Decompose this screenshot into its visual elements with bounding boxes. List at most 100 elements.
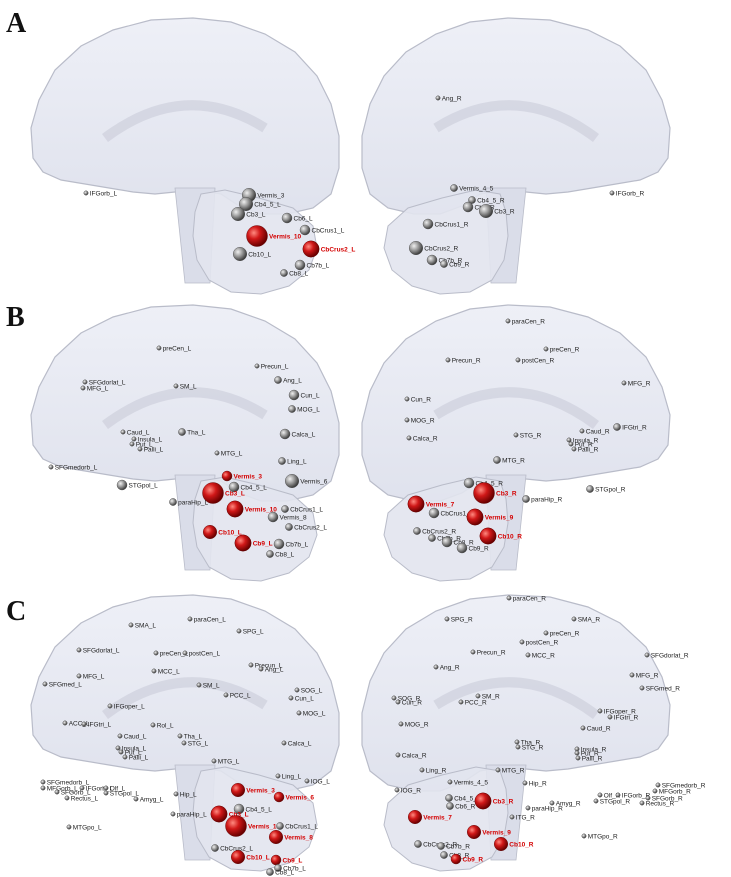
node-label: MTG_R — [502, 457, 525, 464]
node-SPG_R — [444, 616, 450, 622]
node-label: Cun_R — [402, 699, 423, 706]
node-IFGtri_R — [613, 423, 621, 431]
node-Hip_L — [173, 791, 179, 797]
node-Cb9_R — [440, 260, 448, 268]
node-label: Cb7b_R — [439, 257, 463, 264]
node-Calca_R — [395, 752, 401, 758]
node-Cb7b_R — [437, 842, 445, 850]
corpus-callosum — [433, 100, 599, 143]
node-label: MTG_L — [221, 450, 243, 457]
node-Tha_R — [514, 739, 520, 745]
node-label: Cb4_5_L — [254, 201, 281, 208]
corpus-callosum — [102, 387, 268, 430]
node-Cb3_R — [473, 482, 495, 504]
node-label: SMA_L — [135, 622, 157, 629]
node-SPG_L — [236, 628, 242, 634]
node-label: CbCrus2_L — [321, 246, 356, 253]
node-label: Vermis_10 — [245, 506, 278, 513]
node-label: Rectus_L — [71, 795, 99, 802]
node-label: Precun_L — [255, 662, 283, 669]
node-STGpol_L — [103, 790, 109, 796]
node-label: PCC_R — [465, 699, 487, 706]
node-Cb10_L — [232, 246, 247, 261]
node-label: STG_L — [188, 740, 209, 747]
node-label: Cb3_L — [229, 811, 249, 818]
node-Calca_R — [406, 435, 412, 441]
node-label: SFGmedorb_L — [55, 464, 98, 471]
node-preCen_R — [543, 346, 549, 352]
node-SOG_R — [391, 695, 397, 701]
node-label: paraHip_L — [177, 811, 207, 818]
node-paraHip_L — [170, 811, 176, 817]
node-label: Ang_R — [440, 664, 460, 671]
node-label: MOG_R — [405, 721, 429, 728]
node-label: Cb8_L — [289, 270, 309, 277]
node-Cun_L — [288, 389, 300, 401]
node-label: Tha_L — [184, 733, 203, 740]
node-Ling_L — [278, 457, 286, 465]
node-SFGorb_L — [54, 789, 60, 795]
node-label: CbCrus1_R — [435, 221, 469, 228]
node-IOG_L — [304, 778, 310, 784]
node-label: Cb9_R — [449, 261, 470, 268]
node-MCC_R — [525, 652, 531, 658]
node-CbCrus1_L — [299, 224, 311, 236]
node-paraHip_R — [525, 805, 531, 811]
node-label: Insula_L — [138, 436, 163, 443]
node-label: Ling_L — [287, 458, 307, 465]
node-Cb9_R — [456, 542, 468, 554]
node-label: CbCrus2_L — [220, 845, 253, 852]
node-Cb10_R — [494, 837, 509, 852]
node-Put_R — [574, 750, 580, 756]
node-paraCen_R — [505, 318, 511, 324]
node-label: Put_R — [575, 441, 593, 448]
node-label: SFGdorlat_R — [651, 652, 689, 659]
node-Cun_L — [288, 695, 294, 701]
brain-view-a-left — [30, 17, 340, 295]
node-IFGorb_R — [609, 190, 615, 196]
node-Cb4_5_R — [463, 477, 475, 489]
node-label: Rol_L — [157, 722, 174, 729]
node-label: preCen_L — [163, 345, 192, 352]
node-label: SFGmed_R — [646, 685, 681, 692]
node-label: MOG_L — [303, 710, 326, 717]
panel-letter-a: A — [6, 8, 27, 39]
node-Caud_R — [579, 428, 585, 434]
node-label: Vermis_10 — [248, 823, 281, 830]
node-label: Precun_R — [477, 649, 506, 656]
node-label: Cb9_R — [469, 545, 490, 552]
node-label: Ang_R — [442, 95, 462, 102]
node-label: SFGmedorb_R — [662, 782, 706, 789]
node-label: Vermis_6 — [300, 478, 327, 485]
node-label: IFGoper_R — [604, 708, 636, 715]
node-label: preCen_L — [160, 650, 189, 657]
node-label: paraHip_R — [531, 496, 562, 503]
node-label: Caud_L — [127, 429, 150, 436]
node-label: SPG_L — [243, 628, 264, 635]
node-IFGorb_L — [79, 785, 85, 791]
node-label: Cb4_5_R — [477, 197, 505, 204]
node-Cb8_L — [266, 868, 274, 876]
node-Cb3_R — [474, 792, 492, 810]
node-Calca_L — [279, 428, 291, 440]
node-label: MFGorb_R — [659, 788, 691, 795]
node-ACC_L — [62, 720, 68, 726]
node-SMA_R — [571, 616, 577, 622]
node-Vermis_3 — [230, 783, 245, 798]
node-SFGorb_R — [645, 795, 651, 801]
node-label: Cb3_R — [496, 490, 517, 497]
node-Cun_R — [395, 699, 401, 705]
node-SFGdorlat_R — [644, 652, 650, 658]
node-IFGtri_R — [607, 714, 613, 720]
node-Put_L — [118, 749, 124, 755]
brain-hemisphere — [361, 594, 671, 792]
node-Cb9_L — [270, 854, 282, 866]
node-ITG_R — [509, 814, 515, 820]
node-label: IFGorb_R — [622, 792, 651, 799]
node-Ling_R — [419, 767, 425, 773]
node-label: STG_R — [522, 744, 544, 751]
node-Amyg_R — [549, 800, 555, 806]
node-label: SFGorb_R — [652, 795, 683, 802]
node-label: Cb3_L — [225, 490, 245, 497]
node-STGpol_L — [116, 479, 128, 491]
